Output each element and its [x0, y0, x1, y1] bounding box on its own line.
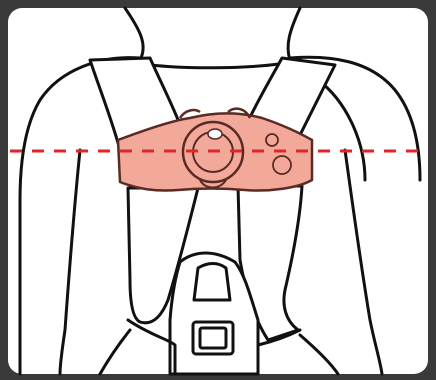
chest-clip-button-slot [208, 129, 222, 139]
